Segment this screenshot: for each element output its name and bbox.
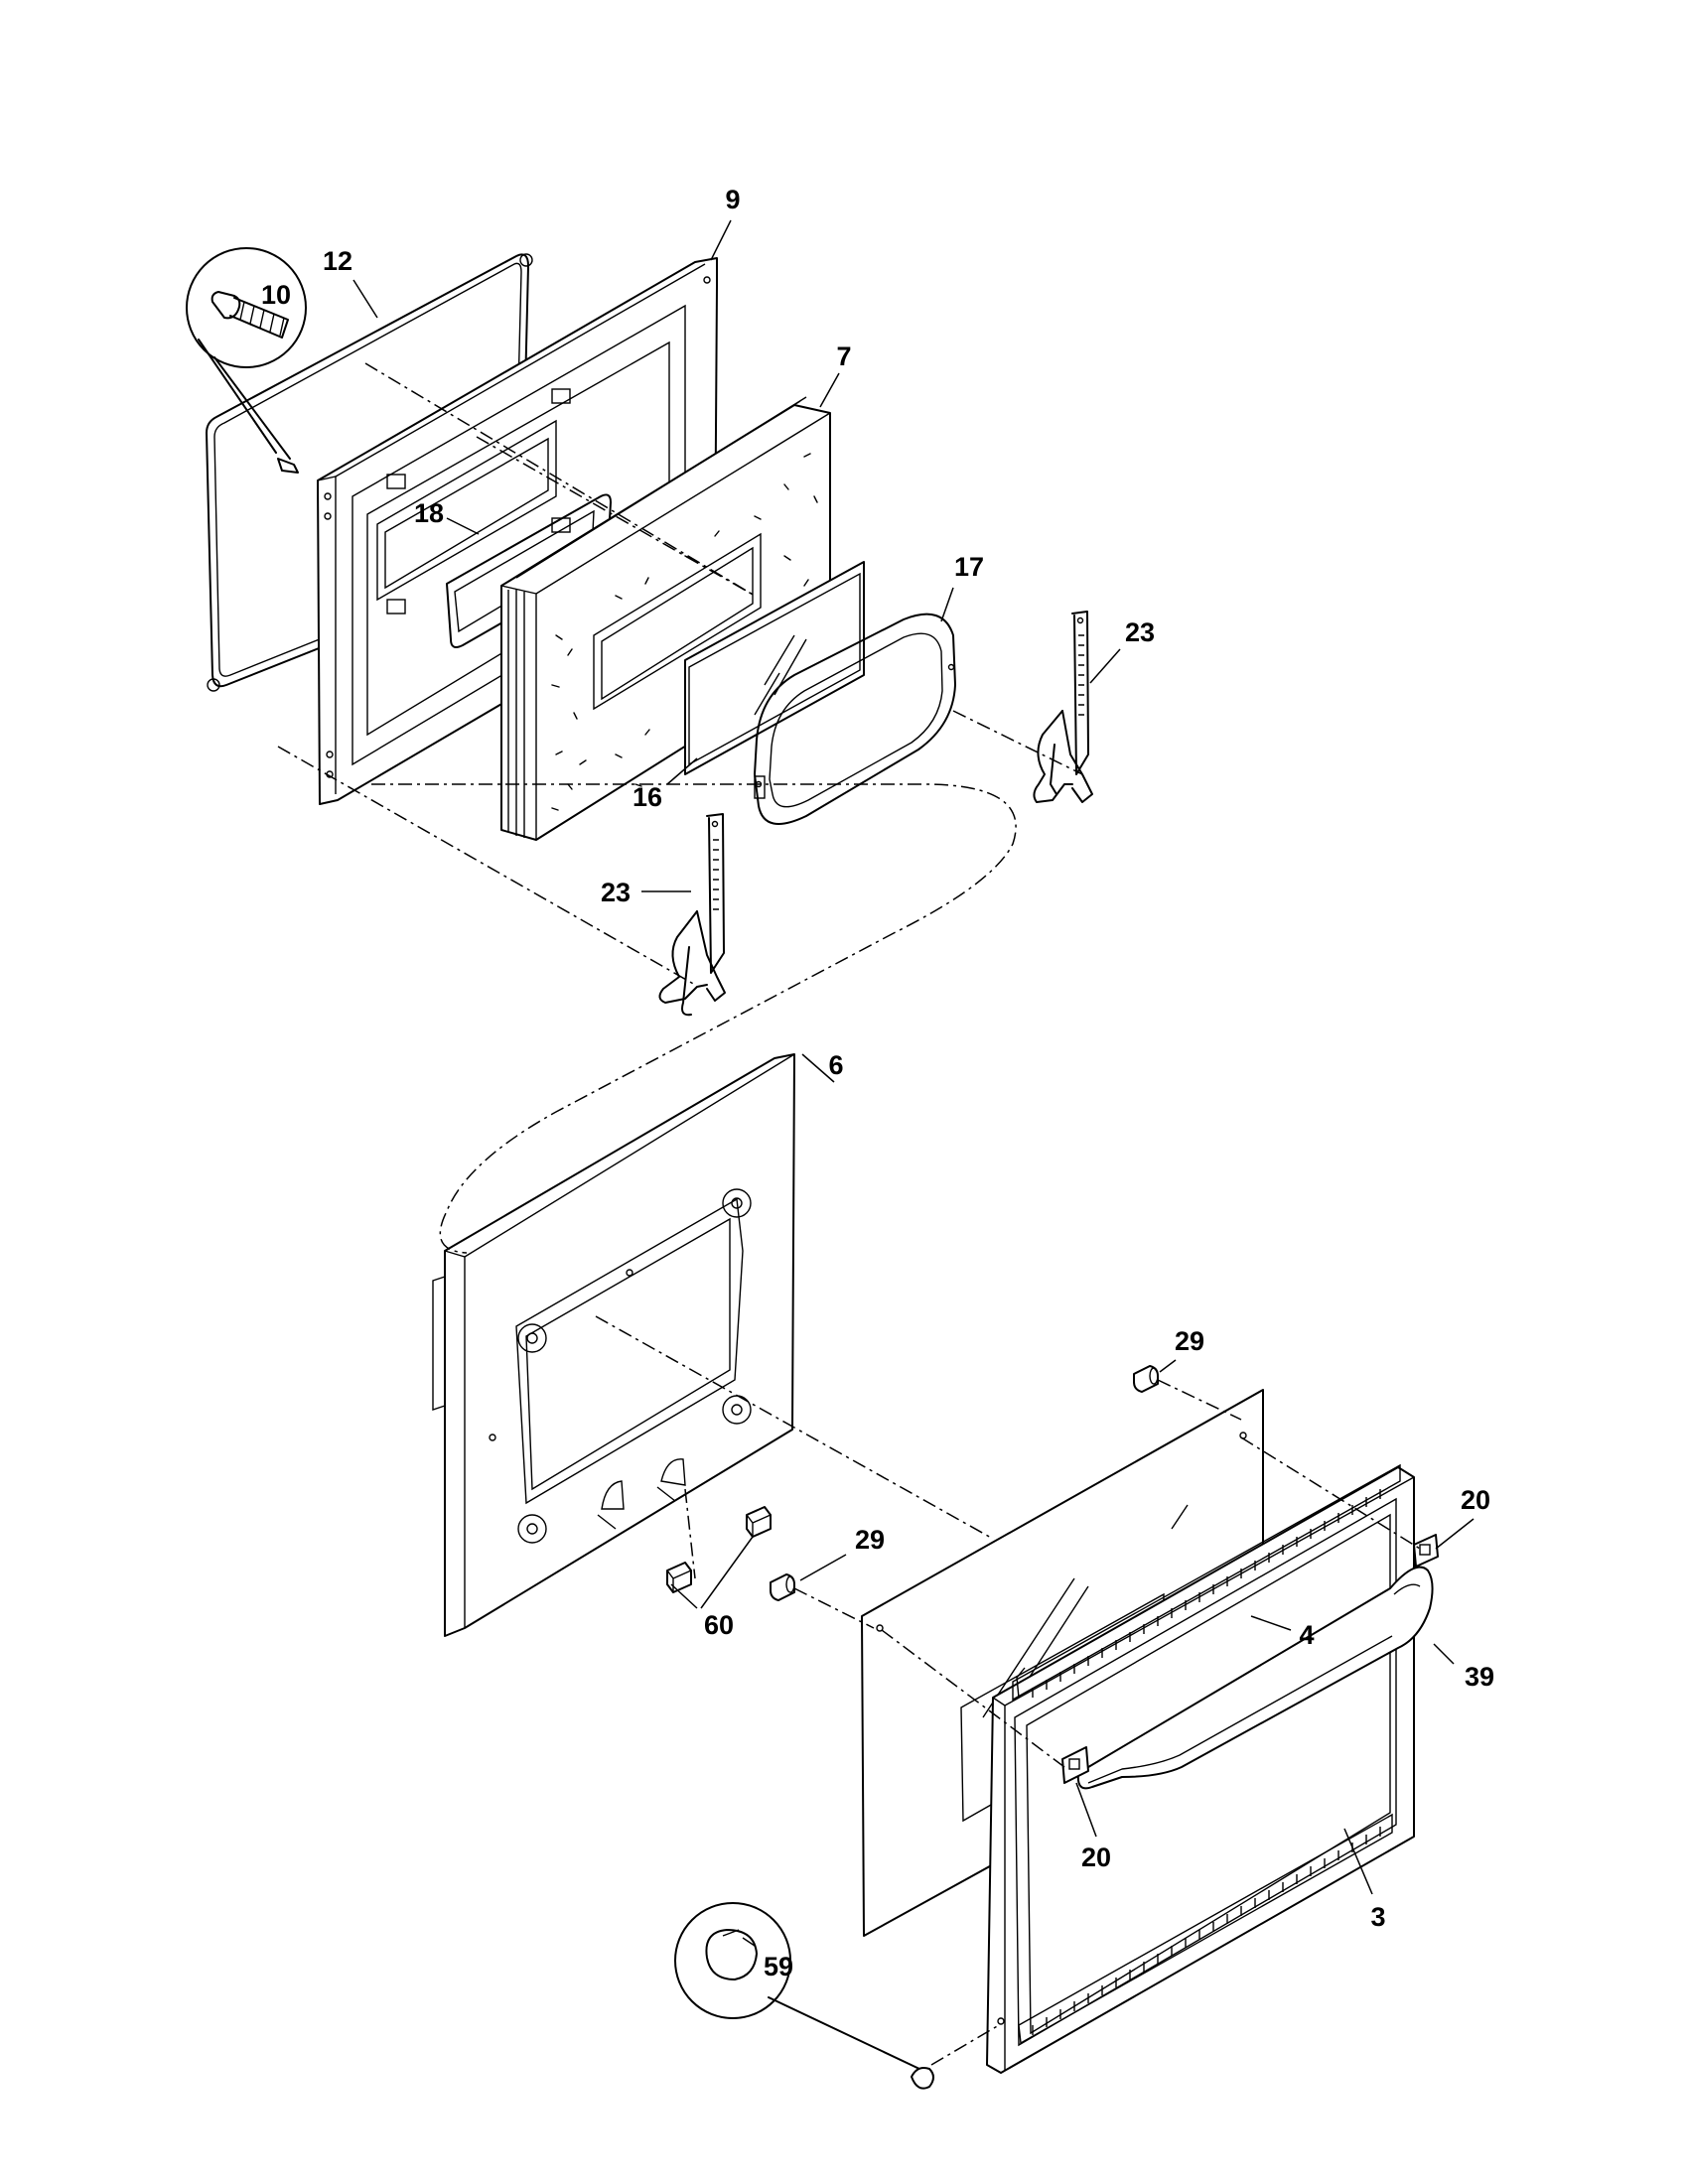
callout-12: 12 bbox=[323, 246, 352, 276]
callout-16: 16 bbox=[633, 782, 662, 812]
callout-3: 3 bbox=[1370, 1902, 1385, 1932]
callout-18: 18 bbox=[414, 498, 444, 528]
part-23-hinge-right bbox=[1033, 611, 1093, 803]
callout-20-top: 20 bbox=[1461, 1485, 1490, 1515]
callout-17: 17 bbox=[954, 552, 984, 582]
part-29-spacers bbox=[770, 1365, 1159, 1601]
callout-23-right: 23 bbox=[1125, 617, 1155, 647]
callout-labels: 9 12 10 7 18 17 23 16 23 6 29 20 29 4 39… bbox=[261, 185, 1494, 1981]
part-23-hinge-left bbox=[658, 813, 726, 1017]
part-17-glass-retainer bbox=[754, 613, 956, 825]
callout-7: 7 bbox=[836, 341, 851, 371]
part-3-door-frame bbox=[986, 1463, 1415, 2074]
part-10-screw bbox=[186, 247, 307, 474]
callout-6: 6 bbox=[828, 1050, 843, 1080]
alignment-lines bbox=[277, 362, 1421, 2066]
part-6-inner-panel bbox=[432, 1053, 795, 1637]
callout-60: 60 bbox=[704, 1610, 734, 1640]
callout-29-top: 29 bbox=[1175, 1326, 1204, 1356]
part-60-glass-clips bbox=[666, 1506, 772, 1593]
callout-20-bottom: 20 bbox=[1081, 1843, 1111, 1872]
callout-23-left: 23 bbox=[601, 878, 631, 907]
callout-29-bottom: 29 bbox=[855, 1525, 885, 1555]
part-39-handle bbox=[1076, 1566, 1434, 1790]
part-20-end-caps bbox=[1061, 1534, 1439, 1784]
callout-59: 59 bbox=[764, 1952, 793, 1981]
leader-lines bbox=[352, 219, 1475, 1895]
callout-4: 4 bbox=[1299, 1620, 1314, 1650]
part-59-plug-button bbox=[674, 1902, 934, 2090]
part-16-window-glass bbox=[684, 561, 865, 775]
callout-39: 39 bbox=[1465, 1662, 1494, 1692]
callout-9: 9 bbox=[725, 185, 740, 214]
callout-10: 10 bbox=[261, 280, 291, 310]
